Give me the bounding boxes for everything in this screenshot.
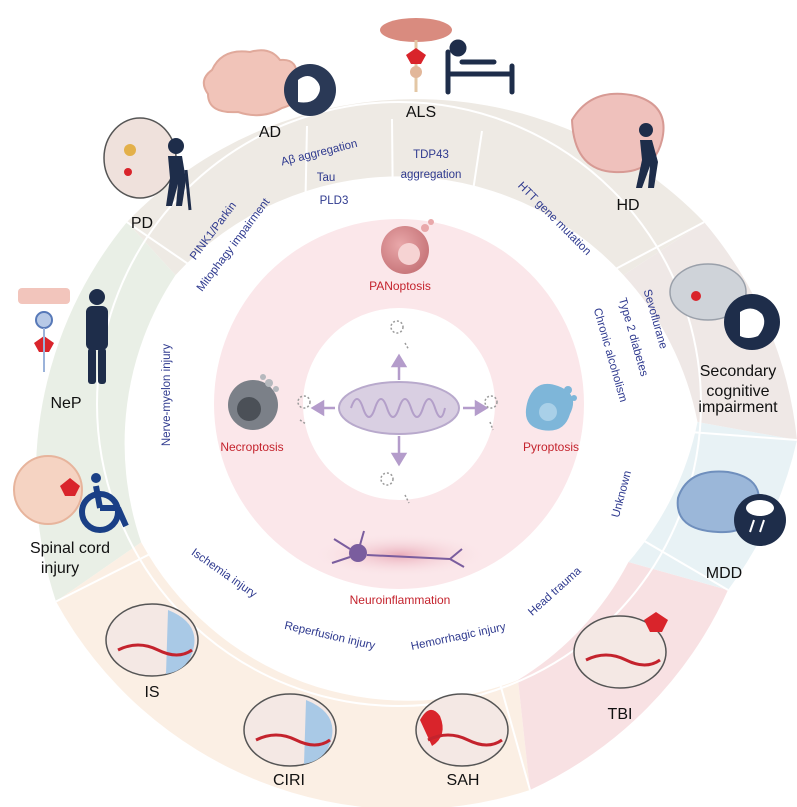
- mechanism-head-trauma: Head trauma: [526, 565, 584, 619]
- ad-brain-icon: [202, 49, 336, 117]
- disease-labels: AD ALS PD HD NeP Spinal cord injury Seco…: [30, 104, 778, 789]
- neuron-icon: [312, 530, 488, 577]
- pyroptosis-label: Pyroptosis: [523, 440, 579, 454]
- ring-sector-stroke: [56, 542, 530, 807]
- label-ciri: CIRI: [273, 772, 305, 789]
- cognitive-brain-icon: [669, 263, 747, 321]
- pathway-labels: PANoptosis Necroptosis Pyroptosis Neuroi…: [220, 279, 579, 607]
- panoptotic-cell-icon: [381, 219, 434, 274]
- mechanism-pld3: PLD3: [320, 195, 349, 207]
- label-als: ALS: [406, 104, 436, 121]
- tbi-brain-icon: [573, 612, 668, 689]
- mechanism-tau: Tau: [317, 172, 336, 184]
- mechanism-tdp43: TDP43: [413, 149, 449, 161]
- pd-brain-icon: [103, 117, 177, 199]
- label-sci-1: Spinal cord: [30, 540, 110, 557]
- nep-neuron-icon: [18, 288, 70, 372]
- body-pain-icon: [86, 289, 108, 384]
- mito-fragments: [297, 320, 498, 504]
- label-sah: SAH: [447, 772, 480, 789]
- mechanism-reperfusion: Reperfusion injury: [283, 620, 376, 653]
- label-cognitive-3: impairment: [698, 399, 778, 416]
- label-cognitive-2: cognitive: [706, 383, 769, 400]
- label-is: IS: [144, 684, 159, 701]
- release-arrows: [310, 353, 489, 467]
- ciri-brain-icon: [243, 693, 337, 767]
- mitochondrion-icon: [338, 381, 460, 435]
- mechanism-nerve-myelon: Nerve-myelon injury: [161, 344, 173, 447]
- mechanism-type2-diabetes: Type 2 diabetes: [616, 296, 650, 378]
- mechanism-unknown: Unknown: [610, 470, 634, 519]
- disease-illustrations: [13, 18, 786, 767]
- label-pd: PD: [131, 215, 153, 232]
- puzzle-head-icon: [724, 294, 780, 350]
- label-tbi: TBI: [608, 706, 633, 723]
- hd-brain-icon: [570, 92, 665, 174]
- als-muscle-icon: [380, 18, 452, 92]
- ring-sector-neurodegenerative: [126, 99, 705, 276]
- storm-cloud-head-icon: [734, 494, 786, 546]
- spinal-cord-icon: [13, 455, 83, 525]
- necroptosis-label: Necroptosis: [220, 440, 283, 454]
- necroptotic-cell-icon: [228, 374, 279, 430]
- tremor-figure-icon: [636, 123, 658, 188]
- elderly-walker-icon: [166, 138, 192, 211]
- pyroptotic-cell-icon: [525, 383, 577, 431]
- label-cognitive-1: Secondary: [700, 363, 777, 380]
- mechanism-tdp43-aggregation: aggregation: [401, 169, 462, 181]
- ring-sector-cognitive: [623, 222, 797, 440]
- wheelchair-icon: [79, 473, 129, 533]
- sah-brain-icon: [415, 693, 509, 767]
- neuroinflammation-label: Neuroinflammation: [350, 593, 451, 607]
- patient-bed-icon: [445, 39, 515, 95]
- label-ad: AD: [259, 124, 281, 141]
- is-brain-icon: [105, 603, 199, 677]
- label-hd: HD: [616, 197, 639, 214]
- ring-dividers: [55, 101, 797, 791]
- label-nep: NeP: [50, 395, 81, 412]
- mechanism-ischemia: Ischemia injury: [189, 547, 259, 601]
- mechanism-hemorrhagic: Hemorrhagic injury: [410, 621, 507, 653]
- label-sci-2: injury: [41, 560, 79, 577]
- panoptosis-label: PANoptosis: [369, 279, 431, 293]
- label-mdd: MDD: [706, 565, 742, 582]
